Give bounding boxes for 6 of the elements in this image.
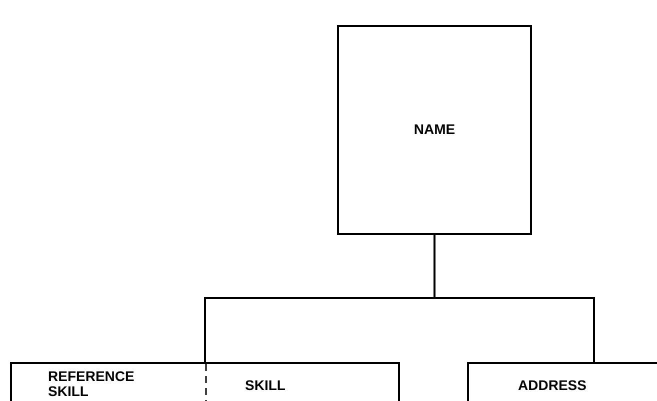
connector-line	[434, 235, 595, 362]
box-label: NAME	[414, 122, 456, 138]
box-label: SKILL	[245, 378, 286, 394]
entity-box	[337, 25, 532, 235]
box-label: REFERENCE SKILL	[48, 369, 136, 400]
box-label: ADDRESS	[518, 378, 586, 394]
